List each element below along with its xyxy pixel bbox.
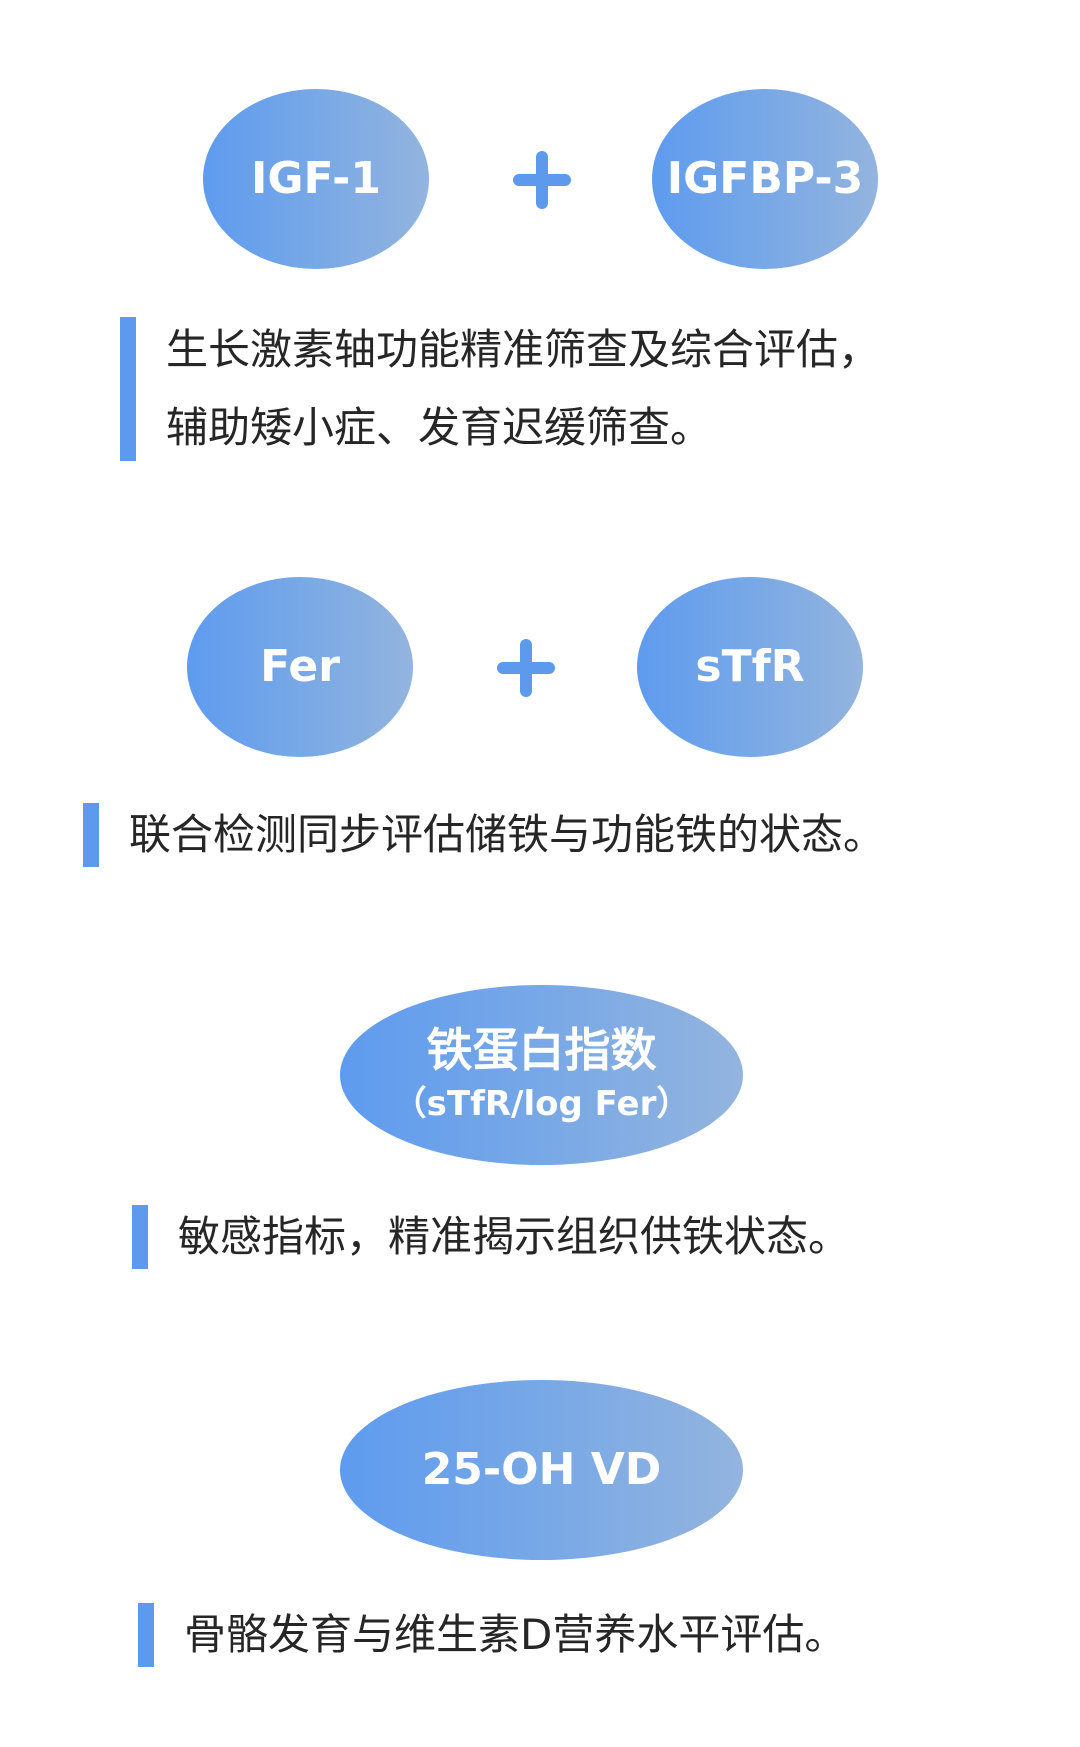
stfr-label: sTfR [695,641,805,692]
accent-bar [132,1205,148,1269]
fer-oval: Fer [187,577,413,757]
igfbp3-label: IGFBP-3 [666,153,864,204]
section3-description: 敏感指标，精准揭示组织供铁状态。 [132,1205,850,1269]
igf1-oval: IGF-1 [203,89,429,269]
accent-bar [83,803,99,867]
ferritin-index-subtitle: （sTfR/log Fer） [392,1083,691,1124]
accent-bar [138,1603,154,1667]
accent-bar [120,317,136,461]
igfbp3-oval: IGFBP-3 [652,89,878,269]
section4-description-text: 骨骼发育与维生素D营养水平评估。 [184,1610,847,1659]
stfr-oval: sTfR [637,577,863,757]
section1-description-text: 生长激素轴功能精准筛查及综合评估， 辅助矮小症、发育迟缓筛查。 [166,325,881,452]
ferritin-index-oval: 铁蛋白指数 （sTfR/log Fer） [340,985,743,1165]
section1-description: 生长激素轴功能精准筛查及综合评估， 辅助矮小症、发育迟缓筛查。 [120,317,880,461]
vitamin-d-oval: 25-OH VD [340,1380,743,1560]
section2-description-text: 联合检测同步评估储铁与功能铁的状态。 [129,810,886,859]
vitamin-d-label: 25-OH VD [421,1444,662,1495]
plus-icon [497,639,555,697]
ferritin-index-title: 铁蛋白指数 [426,1023,657,1078]
igf1-label: IGF-1 [250,153,382,204]
section2-description: 联合检测同步评估储铁与功能铁的状态。 [83,803,885,867]
plus-icon [513,151,571,209]
section4-description: 骨骼发育与维生素D营养水平评估。 [138,1603,846,1667]
fer-label: Fer [260,641,340,692]
section3-description-text: 敏感指标，精准揭示组织供铁状态。 [178,1212,851,1261]
